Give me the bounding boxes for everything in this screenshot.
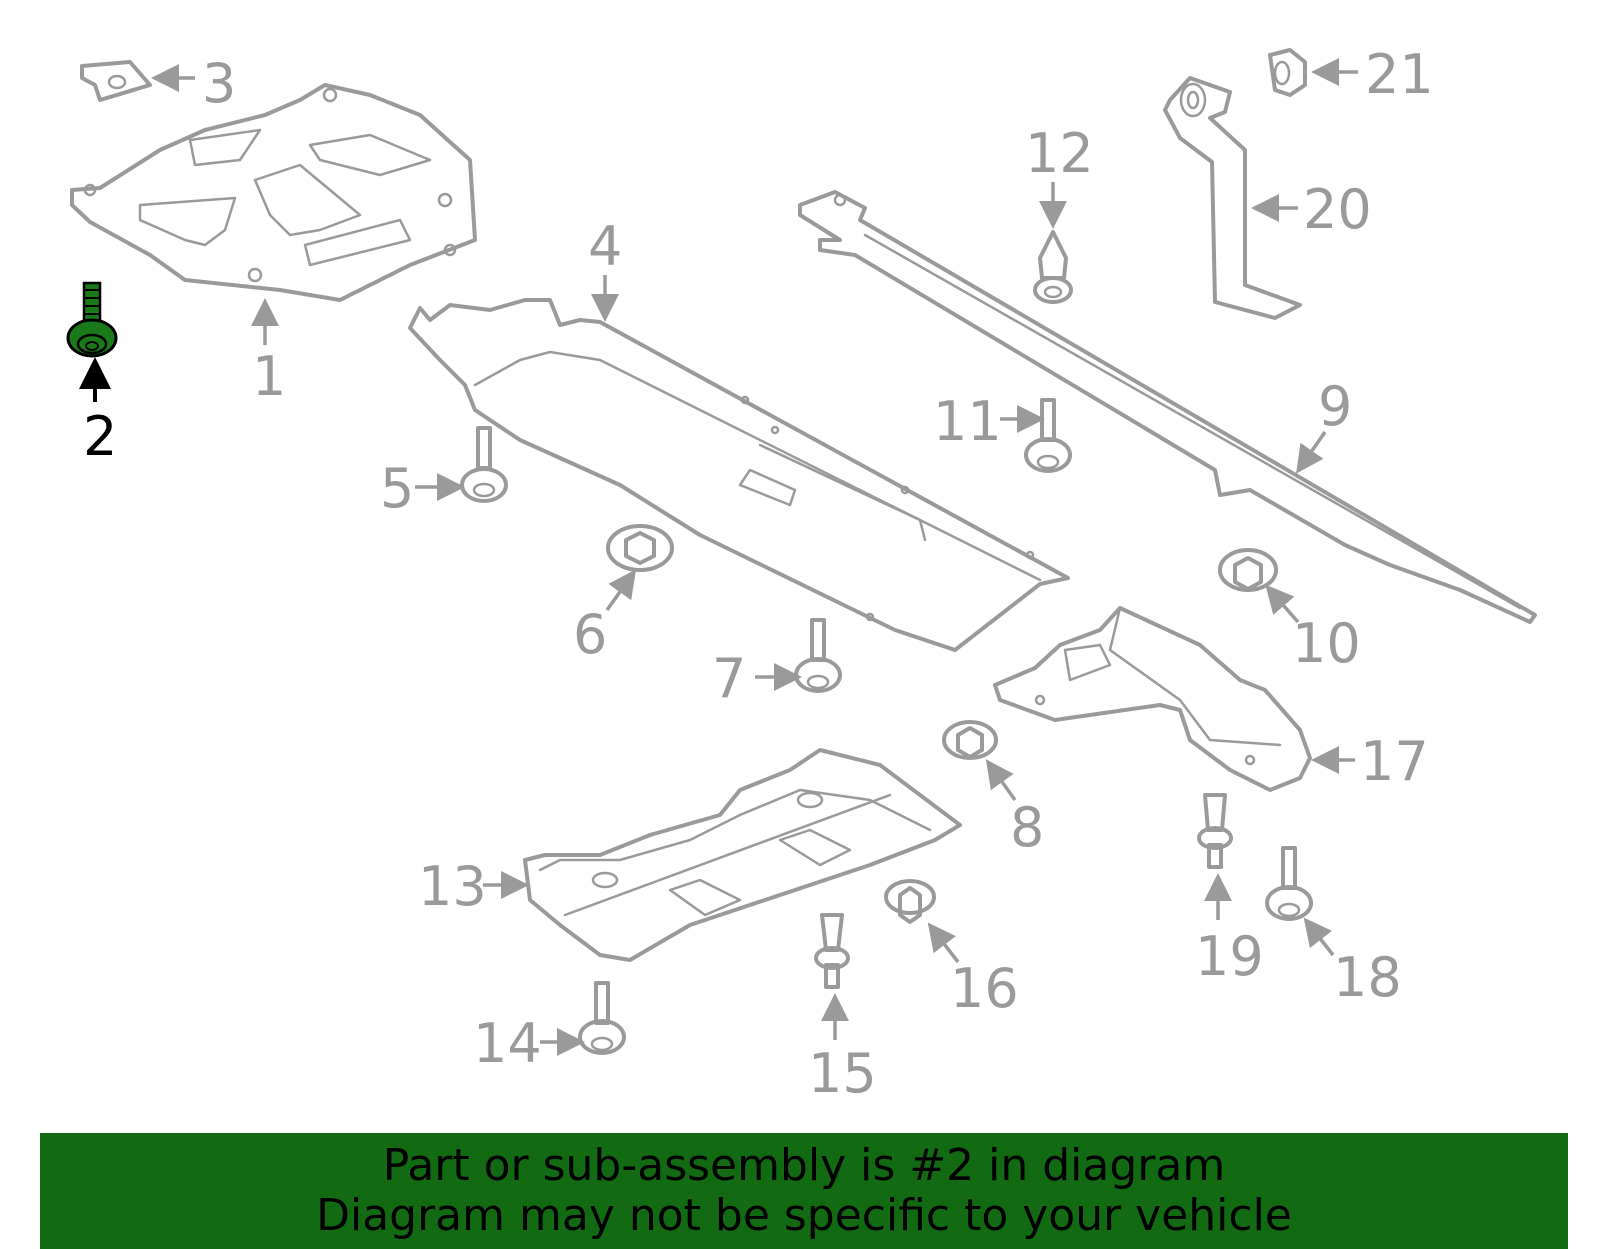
- leader-arrows: [79, 58, 1358, 1056]
- label-19: 19: [1195, 925, 1264, 988]
- part-14-bolt[interactable]: [578, 981, 626, 1055]
- part-13-rear-shield[interactable]: [523, 748, 962, 962]
- part-9-rail[interactable]: [798, 190, 1537, 624]
- label-16: 16: [950, 957, 1019, 1020]
- label-4: 4: [588, 215, 622, 278]
- part-21-nut[interactable]: [1268, 48, 1307, 97]
- label-7: 7: [712, 647, 746, 710]
- banner-line-2: Diagram may not be specific to your vehi…: [316, 1190, 1292, 1241]
- part-16-nut[interactable]: [884, 879, 936, 924]
- label-13: 13: [418, 855, 487, 918]
- part-12-clip[interactable]: [1033, 230, 1073, 304]
- label-8: 8: [1010, 796, 1044, 859]
- part-19-clip[interactable]: [1197, 793, 1233, 869]
- part-8-nut[interactable]: [942, 720, 998, 760]
- part-2-bolt-highlighted[interactable]: [66, 281, 118, 358]
- part-5-bolt[interactable]: [460, 426, 508, 503]
- label-5: 5: [380, 457, 414, 520]
- part-3-bracket[interactable]: [80, 60, 152, 102]
- banner-line-1: Part or sub-assembly is #2 in diagram: [382, 1140, 1226, 1191]
- label-10: 10: [1292, 612, 1361, 675]
- part-17-bracket[interactable]: [993, 606, 1312, 792]
- label-20: 20: [1303, 178, 1372, 241]
- part-1-front-shield[interactable]: [70, 83, 477, 302]
- label-15: 15: [808, 1042, 877, 1105]
- part-18-bolt[interactable]: [1265, 846, 1313, 921]
- info-banner: Part or sub-assembly is #2 in diagram Di…: [40, 1133, 1568, 1249]
- part-4-center-shield[interactable]: [408, 298, 1070, 652]
- label-3: 3: [202, 52, 236, 115]
- label-21: 21: [1365, 43, 1434, 106]
- label-14: 14: [473, 1012, 542, 1075]
- part-6-nut[interactable]: [606, 524, 674, 572]
- part-number-labels: 1 2 3 4 5 6 7 8 9 10 11 12 13 14 15 16 1…: [83, 43, 1434, 1105]
- part-11-bolt[interactable]: [1024, 398, 1072, 473]
- part-7-bolt[interactable]: [794, 618, 842, 693]
- label-6: 6: [573, 603, 607, 666]
- part-10-nut[interactable]: [1218, 548, 1278, 592]
- part-15-clip[interactable]: [814, 913, 850, 989]
- label-1: 1: [252, 345, 286, 408]
- label-2: 2: [83, 405, 117, 468]
- part-20-bracket-arm[interactable]: [1163, 76, 1302, 320]
- label-17: 17: [1360, 730, 1429, 793]
- label-12: 12: [1025, 122, 1094, 185]
- label-11: 11: [933, 390, 1002, 453]
- label-9: 9: [1318, 375, 1352, 438]
- label-18: 18: [1333, 946, 1402, 1009]
